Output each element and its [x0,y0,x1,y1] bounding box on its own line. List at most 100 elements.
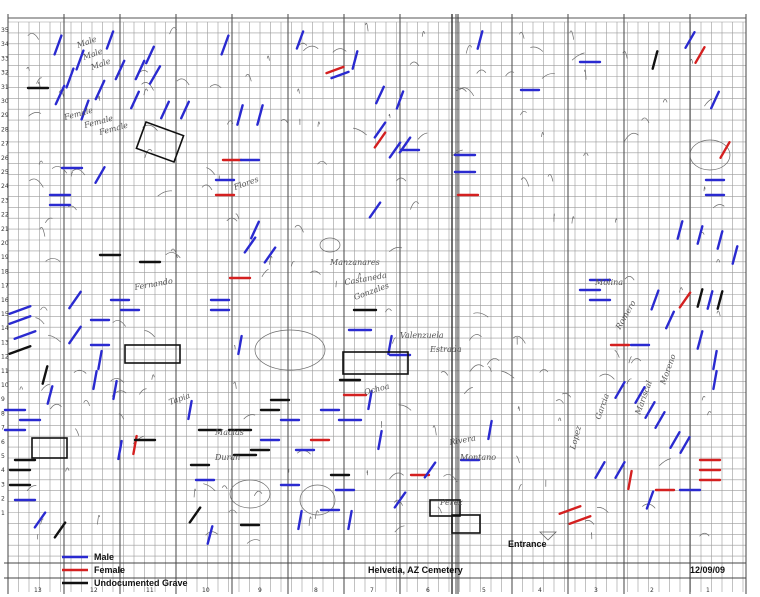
pencil-scribble [519,31,525,39]
pencil-scribble [266,55,270,61]
pencil-scribble [409,61,420,67]
left-axis-label: 21 [1,226,9,233]
pencil-scribble [228,509,237,514]
pencil-scribble [392,337,397,344]
pencil-scribble [317,121,320,127]
pencil-scribble [65,467,70,472]
legend: Male Female Undocumented Grave [62,552,188,588]
grave-marker-male [297,509,303,531]
pencil-scribble [144,149,153,158]
handwritten-note: Montano [459,453,496,462]
grave-marker-male [112,379,118,401]
grave-marker-male [716,230,724,250]
pencil-scribble [571,52,585,61]
grave-marker-male [179,100,191,120]
pencil-scribble [118,413,125,420]
legend-label-male: Male [94,552,114,562]
grave-marker-female [568,515,592,525]
pencil-scribble [26,66,30,71]
pencil-scribble [246,539,260,544]
pencil-scribble [27,33,40,40]
pencil-scribble [473,312,489,318]
grave-marker-male [134,59,146,81]
pencil-scribble [83,399,90,407]
grave-marker-female [694,46,706,64]
pencil-scribble [432,425,437,436]
pencil-scribble [394,525,405,533]
pencil-outline [229,479,271,509]
pencil-scribble [679,287,683,293]
grave-marker-male [594,461,606,479]
grave-marker-male [129,90,141,110]
pencil-scribble [583,152,589,157]
pencil-scribble [569,30,575,40]
pencil-scribble [40,518,44,525]
pencil-scribble [716,259,721,263]
pencil-scribble [47,334,62,343]
left-axis-label: 8 [1,410,5,417]
grave-marker-male [263,246,277,264]
pencil-scribble [443,474,458,483]
grid-layer [7,14,747,594]
left-axis-label: 35 [1,27,9,34]
pencil-scribble [332,48,347,53]
grave-marker-male [144,45,156,65]
grave-marker-male [368,201,382,219]
pencil-scribble [516,455,520,464]
bottom-axis-label: 11 [146,587,154,594]
grave-marker-male [54,84,66,106]
grave-marker-male [187,399,193,421]
pencil-scribble [29,178,44,188]
left-axis-label: 6 [1,439,5,446]
left-axis-label: 4 [1,467,5,474]
pencil-scribble [699,532,710,537]
grave-marker-male [377,429,383,451]
pencil-scribble [209,84,222,89]
pencil-scribble [539,369,549,373]
pencil-scribble [459,87,475,97]
grave-marker-male [679,436,691,454]
pencil-scribble [659,458,671,467]
pencil-scribble [622,50,628,59]
pencil-scribble [193,488,196,498]
pencil-scribble [662,99,668,103]
pencil-scribble [596,507,609,513]
legend-item-male: Male [62,552,114,562]
grave-marker-male [206,525,214,545]
grave-marker-male [367,389,373,411]
pencil-scribble [541,132,544,137]
pencil-scribble [41,384,50,391]
handwritten-note: Molina [594,278,623,287]
grave-marker-male [33,511,47,529]
pencil-scribble [624,276,635,281]
pencil-scribble [97,514,101,525]
pencil-scribble [437,506,442,514]
pencil-scribble [385,308,392,313]
pencil-scribble [518,484,522,490]
grave-marker-male [706,290,714,310]
grave-marker-male [684,31,696,49]
pencil-scribble [628,356,632,364]
handwritten-note: Valenzuela [400,331,444,340]
grave-marker-male [710,90,720,110]
pencil-scribble [245,74,252,82]
pencil-scribble [365,22,369,32]
pencil-scribble [410,201,420,210]
grave-marker-male [644,401,656,419]
pencil-scribble [308,516,312,526]
pencil-scribble [138,388,147,395]
grave-marker-female [325,65,345,75]
pencil-scribble [176,78,190,86]
pencil-scribble [486,358,500,365]
left-axis-label: 24 [1,183,9,190]
pencil-scribble [201,184,213,191]
left-axis-labels: 3534333231302928272625242322212019181716… [1,27,9,517]
bottom-axis-label: 3 [594,587,598,594]
entrance-label: Entrance [508,539,547,549]
pencil-scribble [505,71,515,77]
pencil-scribble [701,395,706,401]
pencil-scribble [704,98,713,107]
